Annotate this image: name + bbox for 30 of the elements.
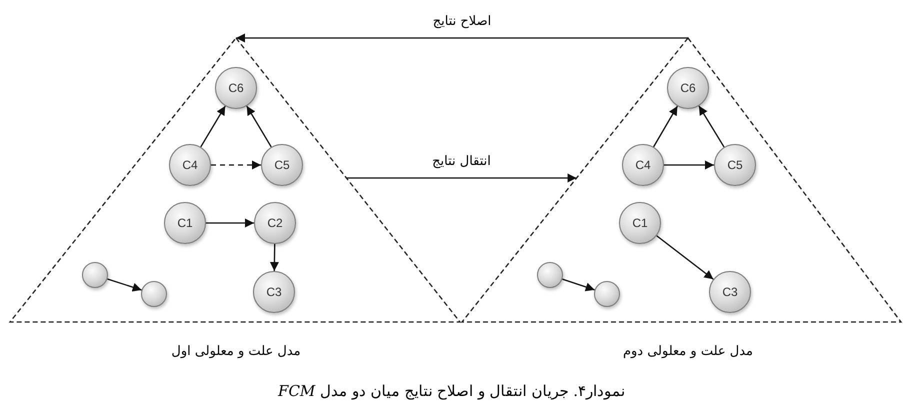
model-label: مدل علت و معلولی دوم <box>622 344 754 359</box>
empty-circle <box>82 262 108 288</box>
arrow <box>664 160 714 170</box>
arrow <box>211 160 261 170</box>
concept-circle: C6 <box>667 67 709 109</box>
concept-circle: C3 <box>709 271 751 313</box>
concept-circle: C6 <box>215 67 257 109</box>
empty-circle <box>594 281 620 307</box>
arrow <box>246 106 272 148</box>
arrow <box>236 34 688 42</box>
arrow <box>698 106 725 148</box>
arrow <box>200 106 226 148</box>
concept-circle: C1 <box>619 202 661 244</box>
arrow <box>562 278 595 292</box>
arrow <box>656 235 714 280</box>
concept-circle: C1 <box>164 202 206 244</box>
empty-circle <box>141 281 167 307</box>
arrow <box>653 106 678 148</box>
concept-circle: C2 <box>254 202 296 244</box>
concept-circle: C4 <box>169 144 211 186</box>
concept-circle: C3 <box>253 271 295 313</box>
arrow <box>270 244 279 271</box>
model-label: مدل علت و معلولی اول <box>171 344 301 359</box>
concept-circle: C4 <box>622 144 664 186</box>
concept-circle: C5 <box>714 144 756 186</box>
empty-circle <box>537 262 563 288</box>
arrow <box>346 174 577 182</box>
arrow <box>206 218 254 228</box>
arrow <box>107 278 142 292</box>
concept-circle: C5 <box>261 144 303 186</box>
